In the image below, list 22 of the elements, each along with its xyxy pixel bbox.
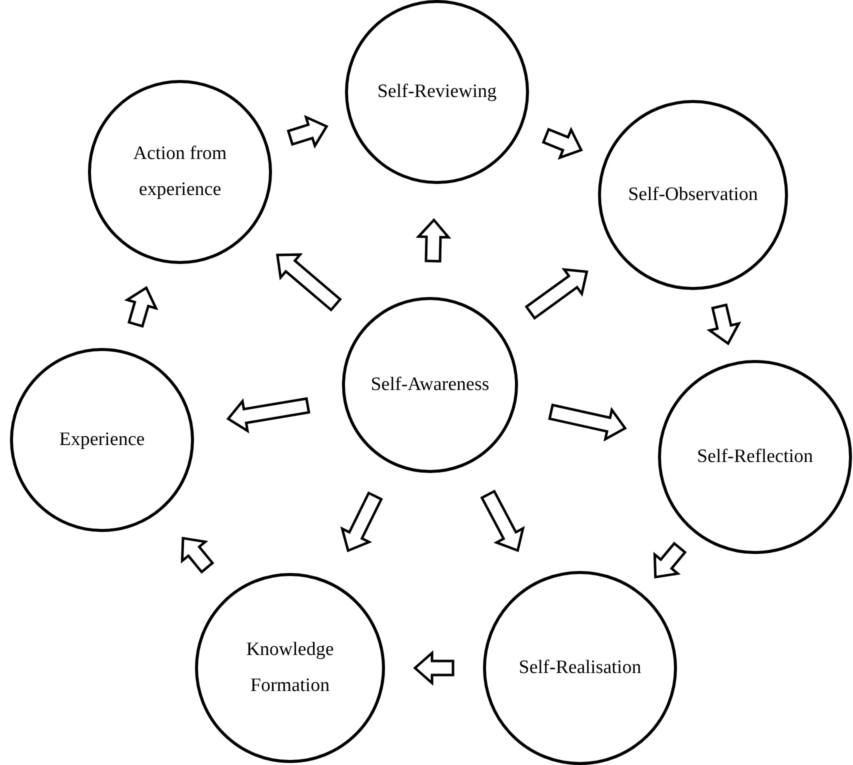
block-arrow bbox=[180, 536, 214, 574]
node-label: Knowledge Formation bbox=[245, 638, 335, 698]
block-arrow bbox=[124, 286, 158, 328]
block-arrow bbox=[548, 404, 627, 442]
node-label: Self-Awareness bbox=[370, 372, 490, 397]
block-arrow bbox=[286, 114, 328, 149]
block-arrow bbox=[706, 303, 742, 346]
node-label: Self-Reviewing bbox=[376, 80, 498, 104]
block-arrow bbox=[413, 650, 454, 686]
node-label: Action from experience bbox=[132, 142, 228, 202]
block-arrow bbox=[653, 542, 687, 579]
node-label: Self-Observation bbox=[627, 182, 759, 207]
node-label: Self-Realisation bbox=[518, 656, 642, 680]
block-arrow bbox=[416, 218, 452, 262]
block-arrow bbox=[340, 491, 383, 552]
block-arrow bbox=[542, 126, 583, 160]
node-label: Self-Reflection bbox=[696, 444, 814, 469]
block-arrow bbox=[276, 253, 342, 312]
block-arrow bbox=[226, 397, 310, 434]
block-arrow bbox=[480, 490, 525, 552]
node-label: Experience bbox=[58, 428, 146, 452]
block-arrow bbox=[524, 268, 588, 320]
